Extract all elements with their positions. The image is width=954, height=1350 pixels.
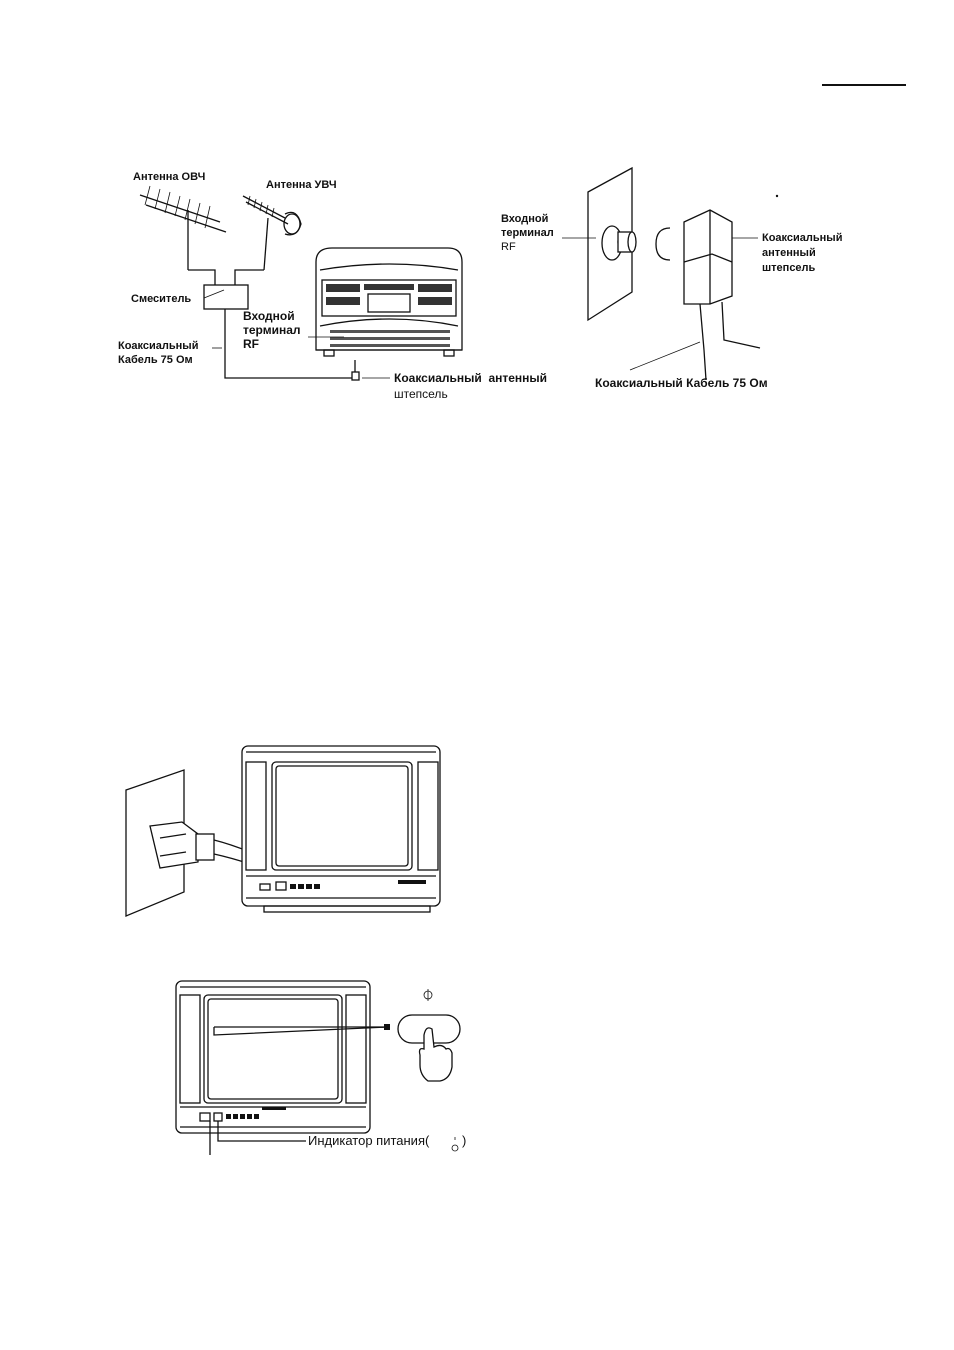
mixer-box	[204, 285, 248, 309]
rf-input-label-3: RF	[243, 337, 259, 351]
plug-coax-plug-label-1: Коаксиальный	[762, 231, 842, 245]
rf-input-label-1: Входной	[243, 309, 295, 323]
standby-symbol-icon	[452, 1137, 458, 1151]
uhf-antenna-icon	[243, 196, 301, 270]
plug-rf-input-label-2: терминал	[501, 226, 554, 240]
rf-input-label-2: терминал	[243, 323, 301, 337]
coax-cable-label-2: Кабель 75 Ом	[118, 353, 193, 367]
plug-coax-cable-label: Коаксиальный Кабель 75 Ом	[595, 376, 768, 390]
uhf-antenna-label: Антенна УВЧ	[266, 178, 337, 192]
plug-coax-plug-label-3: штепсель	[762, 261, 815, 275]
coax-plug-icon	[656, 210, 760, 380]
coax-cable-label-1: Коаксиальный	[118, 339, 198, 353]
tv-front-power-icon	[176, 981, 370, 1133]
power-indicator-label: Индикатор питания(	[308, 1134, 429, 1148]
power-symbol-icon	[424, 989, 432, 1001]
tv-mains-connection-diagram	[0, 730, 954, 930]
power-indicator-paren: )	[462, 1134, 466, 1148]
vhf-antenna-label: Антенна ОВЧ	[133, 170, 205, 184]
plug-coax-plug-label-2: антенный	[762, 246, 816, 260]
tv-front-icon	[242, 746, 440, 912]
tv-rear-view-icon	[316, 248, 462, 356]
mixer-label: Смеситель	[131, 292, 191, 306]
power-switch-diagram	[0, 975, 954, 1175]
plug-rf-input-label-1: Входной	[501, 212, 548, 226]
wall-plate-icon	[588, 168, 636, 320]
coax-plug-label-1: Коаксиальный антенный	[394, 371, 547, 385]
vhf-antenna-icon	[140, 186, 226, 270]
plug-rf-input-label-3: RF	[501, 240, 516, 254]
coax-plug-label-2: штепсель	[394, 387, 448, 401]
